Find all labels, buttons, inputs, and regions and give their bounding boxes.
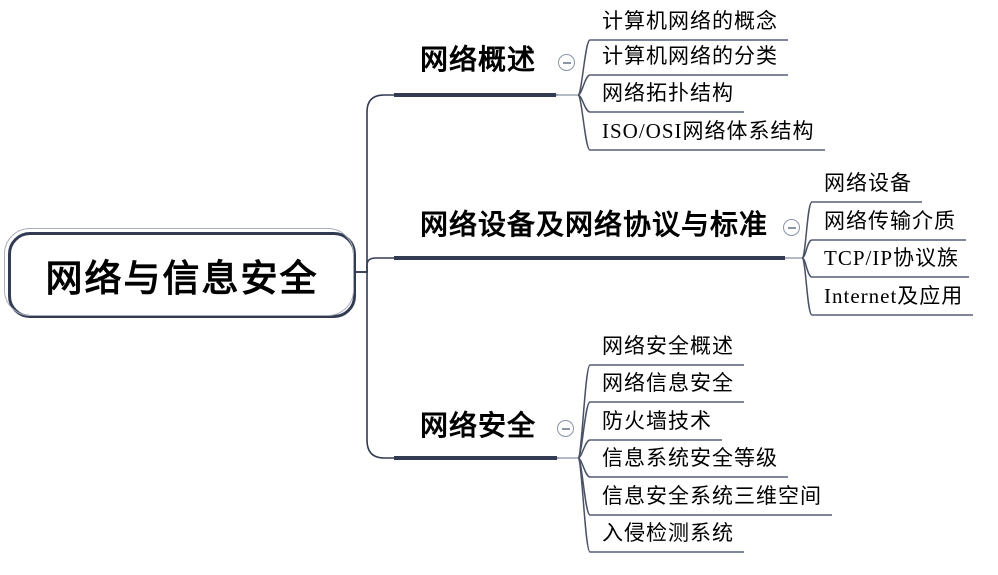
fan-3-2 (577, 401, 591, 459)
minus-circle-icon[interactable] (557, 420, 574, 437)
child-topic[interactable]: 网络设备 (812, 170, 922, 203)
trunk-to-branch-2 (356, 257, 785, 273)
root-topic-label: 网络与信息安全 (45, 259, 319, 300)
child-topic[interactable]: 网络安全概述 (590, 333, 744, 366)
child-topic[interactable]: 防火墙技术 (590, 408, 722, 441)
minus-circle-icon[interactable] (783, 219, 800, 236)
child-topic[interactable]: ISO/OSI网络体系结构 (590, 118, 825, 151)
child-topic[interactable]: 网络拓扑结构 (590, 80, 744, 113)
child-topic[interactable]: 入侵检测系统 (590, 520, 744, 553)
trunk-to-branch-3 (356, 271, 559, 459)
fan-2-2 (801, 239, 813, 259)
branch-topic-network-overview[interactable]: 网络概述 (420, 45, 537, 76)
minus-glyph (561, 427, 570, 430)
child-topic[interactable]: 网络传输介质 (812, 208, 966, 241)
fan-1-4 (577, 94, 591, 151)
fan-3-6 (577, 457, 591, 553)
minus-glyph (787, 226, 796, 229)
child-topic[interactable]: 网络信息安全 (590, 370, 744, 403)
child-topic[interactable]: TCP/IP协议族 (812, 245, 970, 278)
fan-3-1 (577, 364, 591, 459)
minus-circle-icon[interactable] (558, 54, 575, 71)
branch-topic-network-devices-protocols[interactable]: 网络设备及网络协议与标准 (420, 210, 769, 241)
child-topic[interactable]: 信息安全系统三维空间 (590, 483, 832, 516)
child-topic[interactable]: 计算机网络的分类 (590, 43, 788, 76)
child-topic[interactable]: Internet及应用 (812, 283, 974, 316)
child-topic[interactable]: 信息系统安全等级 (590, 445, 788, 478)
minus-glyph (562, 61, 571, 64)
fan-3-3 (577, 439, 591, 459)
trunk-to-branch-1 (356, 94, 558, 273)
fan-2-4 (801, 257, 813, 316)
fan-1-1 (577, 39, 591, 96)
root-topic[interactable]: 网络与信息安全 (4, 228, 356, 318)
fan-1-2 (577, 74, 591, 96)
child-topic[interactable]: 计算机网络的概念 (590, 8, 788, 41)
branch-topic-network-security[interactable]: 网络安全 (420, 411, 537, 442)
